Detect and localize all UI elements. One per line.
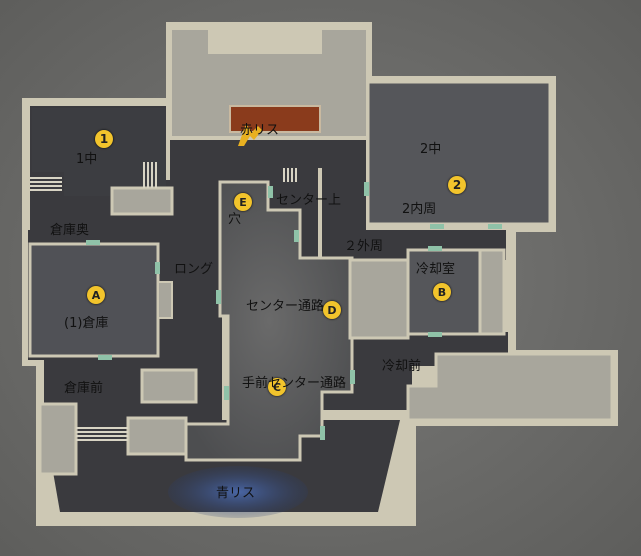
label-inner-2: 2内周 bbox=[402, 202, 437, 217]
blue-spawn-zone bbox=[168, 466, 308, 518]
label-warehouse-back: 倉庫奥 bbox=[50, 223, 90, 238]
room-2 bbox=[366, 80, 552, 226]
room-a-side-block bbox=[157, 281, 173, 319]
warehouse-front-block bbox=[140, 368, 198, 404]
red-spawn-player-icon bbox=[238, 124, 262, 146]
marker-a: A bbox=[87, 286, 105, 304]
marker-c: C bbox=[268, 378, 286, 396]
marker-1: 1 bbox=[95, 130, 113, 148]
marker-b: B bbox=[433, 283, 451, 301]
room-1 bbox=[32, 108, 166, 196]
label-front-center-passage: 手前センター通路 bbox=[242, 376, 347, 391]
marker-d: D bbox=[323, 301, 341, 319]
cooling-side-block-left bbox=[348, 258, 410, 340]
label-cooling-room: 冷却室 bbox=[416, 262, 456, 277]
room-1-block bbox=[110, 186, 174, 216]
label-cooling-front: 冷却前 bbox=[382, 359, 422, 374]
label-red-spawn: 赤リス bbox=[240, 123, 280, 138]
label-outer-2: ２外周 bbox=[344, 239, 384, 254]
bottom-left-block bbox=[38, 402, 78, 476]
label-warehouse-1: (1)倉庫 bbox=[64, 316, 109, 331]
label-blue-spawn: 青リス bbox=[216, 486, 256, 501]
red-spawn-zone bbox=[229, 105, 321, 133]
stairs bbox=[30, 162, 297, 441]
label-center-top: センター上 bbox=[276, 193, 342, 208]
label-center-passage: センター通路 bbox=[246, 299, 325, 314]
marker-2: 2 bbox=[448, 176, 466, 194]
label-warehouse-front: 倉庫前 bbox=[64, 381, 104, 396]
doors bbox=[86, 182, 502, 440]
label-long: ロング bbox=[174, 262, 214, 277]
right-lower-block bbox=[406, 352, 614, 422]
cooling-side-block-right bbox=[478, 248, 506, 336]
label-hole: 穴 bbox=[228, 212, 242, 227]
bottom-mid-block bbox=[126, 416, 188, 456]
marker-e: E bbox=[234, 193, 252, 211]
label-mid-1: 1中 bbox=[76, 152, 98, 167]
label-mid-2: 2中 bbox=[420, 142, 442, 157]
